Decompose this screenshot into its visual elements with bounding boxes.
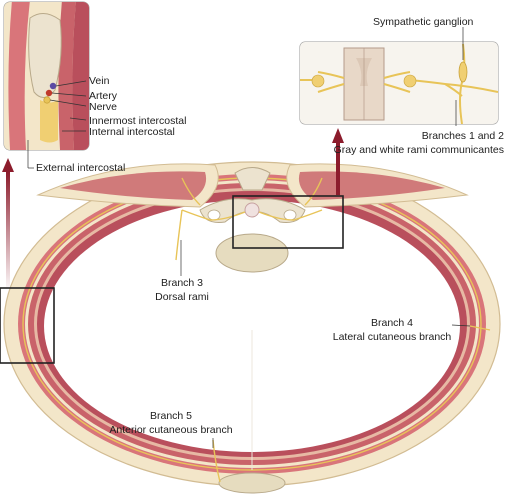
label-branches-1-2: Branches 1 and 2: [421, 130, 504, 142]
label-lateral-cutaneous: Lateral cutaneous branch: [332, 331, 452, 343]
label-nerve: Nerve: [89, 101, 118, 113]
thoracic-cavity: [44, 200, 460, 452]
torso-cross-section: [3, 161, 501, 487]
artery-dot: [45, 89, 53, 97]
vertebra: [199, 167, 306, 273]
label-anterior-cutaneous: Anterior cutaneous branch: [109, 424, 233, 436]
label-branch-5: Branch 5: [149, 410, 193, 422]
spine-detail-box: [232, 195, 344, 249]
sympathetic-ganglion-node: [458, 61, 468, 83]
wall-detail-box: [0, 287, 55, 364]
label-innermost-intercostal: Innermost intercostal: [89, 115, 187, 127]
arrow-to-spine-inset: [332, 128, 344, 195]
label-dorsal-rami: Dorsal rami: [155, 291, 209, 303]
label-internal-intercostal: Internal intercostal: [89, 126, 175, 138]
label-artery: Artery: [89, 90, 118, 102]
label-gray-white-rami: Gray and white rami communicantes: [333, 144, 504, 156]
wall-detail-inset: [3, 1, 90, 169]
vertebral-body: [215, 233, 289, 273]
label-external-intercostal: External intercostal: [36, 162, 126, 174]
spinal-cord: [244, 202, 260, 218]
dorsal-muscles: [36, 163, 469, 208]
arrow-to-wall-inset: [2, 158, 14, 287]
vein-dot: [49, 82, 57, 90]
label-branch-4: Branch 4: [370, 317, 414, 329]
anterior-cutaneous-branch: [212, 439, 221, 483]
lateral-cutaneous-branch: [469, 325, 491, 331]
sternum: [218, 472, 286, 494]
cutaneous-nerve-branches: [212, 325, 491, 483]
label-branch-3: Branch 3: [160, 277, 204, 289]
nerve-dot: [43, 96, 51, 104]
label-vein: Vein: [89, 75, 110, 87]
label-sympathetic-ganglion: Sympathetic ganglion: [373, 16, 474, 28]
spine-detail-inset: [299, 27, 499, 126]
